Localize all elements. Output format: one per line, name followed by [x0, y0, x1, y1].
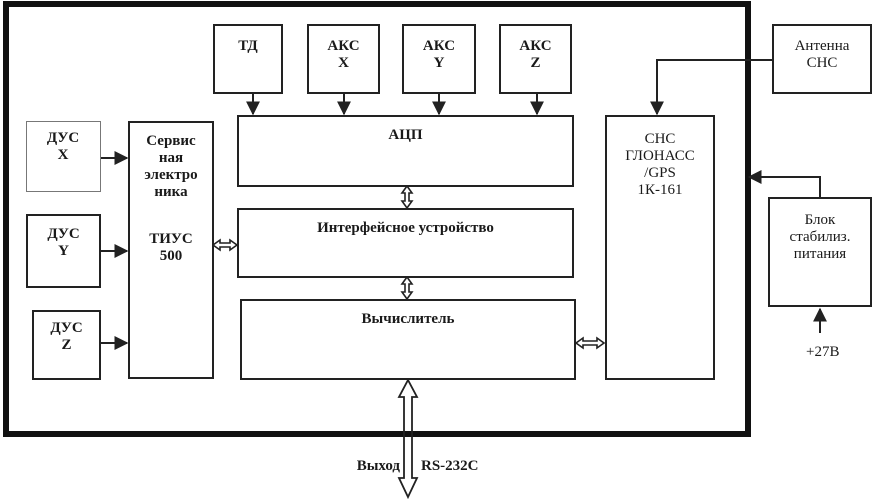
dus-x-block: ДУС X [26, 121, 101, 192]
arrow-antenna-sns [650, 59, 772, 116]
bus-output-rs232 [397, 378, 419, 500]
power-supply-block: Блок стабилиз. питания [768, 197, 872, 307]
antenna-label: Антенна СНС [794, 38, 850, 71]
aks-x-block: АКС X [307, 24, 380, 94]
dus-z-label: ДУС Z [50, 320, 83, 353]
interface-device-label: Интерфейсное устройство [317, 220, 494, 236]
power-supply-label: Блок стабилиз. питания [789, 212, 851, 262]
bus-service-interface [211, 238, 239, 252]
service-electronics-label: Сервис ная электро ника [144, 133, 198, 200]
power-input-label: +27В [806, 344, 840, 360]
td-block: ТД [213, 24, 283, 94]
aks-z-label: АКС Z [519, 38, 552, 71]
antenna-block: Антенна СНС [772, 24, 872, 94]
output-port-label: RS-232C [421, 458, 479, 474]
service-electronics-block: Сервис ная электро ника ТИУС 500 [128, 121, 214, 379]
computer-block: Вычислитель [240, 299, 576, 380]
interface-device-block: Интерфейсное устройство [237, 208, 574, 278]
sns-block: СНС ГЛОНАСС /GPS 1К-161 [605, 115, 715, 380]
output-label: Выход [356, 458, 400, 474]
td-label: ТД [238, 38, 258, 54]
aks-y-label: АКС Y [422, 38, 456, 71]
bus-computer-sns [574, 336, 606, 350]
tius-label: ТИУС 500 [149, 231, 193, 264]
bus-interface-computer [400, 275, 414, 301]
arrow-psu-frame [747, 170, 821, 197]
computer-label: Вычислитель [361, 311, 455, 327]
dus-x-label: ДУС X [46, 130, 80, 163]
adc-block: АЦП [237, 115, 574, 187]
aks-z-block: АКС Z [499, 24, 572, 94]
system-frame [3, 1, 751, 437]
dus-z-block: ДУС Z [32, 310, 101, 380]
aks-y-block: АКС Y [402, 24, 476, 94]
sns-label: СНС ГЛОНАСС /GPS 1К-161 [625, 131, 695, 198]
bus-adc-interface [400, 184, 414, 210]
dus-y-block: ДУС Y [26, 214, 101, 288]
adc-label: АЦП [388, 127, 423, 143]
dus-y-label: ДУС Y [47, 226, 80, 259]
aks-x-label: АКС X [327, 38, 360, 71]
